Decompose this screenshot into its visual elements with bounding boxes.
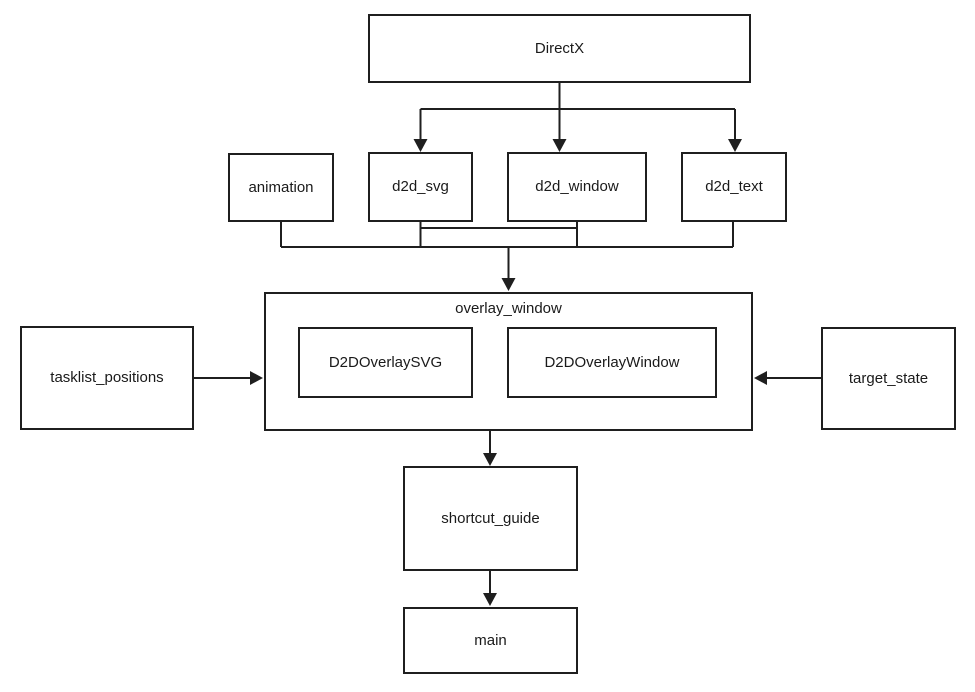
node-main: main	[403, 607, 578, 674]
node-d2d-text: d2d_text	[681, 152, 787, 222]
node-directx: DirectX	[368, 14, 751, 83]
edge-tasklist-positions-to-overlay-window	[194, 371, 263, 385]
node-d2d-window: d2d_window	[507, 152, 647, 222]
node-d2d-svg: d2d_svg	[368, 152, 473, 222]
node-tasklist-positions: tasklist_positions	[20, 326, 194, 430]
edge-overlay-window-to-shortcut-guide	[483, 431, 497, 466]
edge-merge-bus-to-overlay-window	[280, 221, 734, 291]
node-overlay-window: overlay_window D2DOverlaySVG D2DOverlayW…	[264, 292, 753, 431]
overlay-window-label: overlay_window	[455, 300, 562, 317]
node-target-state: target_state	[821, 327, 956, 430]
node-d2d-overlay-window: D2DOverlayWindow	[507, 327, 717, 398]
node-animation: animation	[228, 153, 334, 222]
node-shortcut-guide: shortcut_guide	[403, 466, 578, 571]
edge-target-state-to-overlay-window	[754, 371, 821, 385]
edge-shortcut-guide-to-main	[483, 571, 497, 606]
edge-directx-fanout	[413, 83, 742, 152]
node-d2d-overlay-svg: D2DOverlaySVG	[298, 327, 473, 398]
